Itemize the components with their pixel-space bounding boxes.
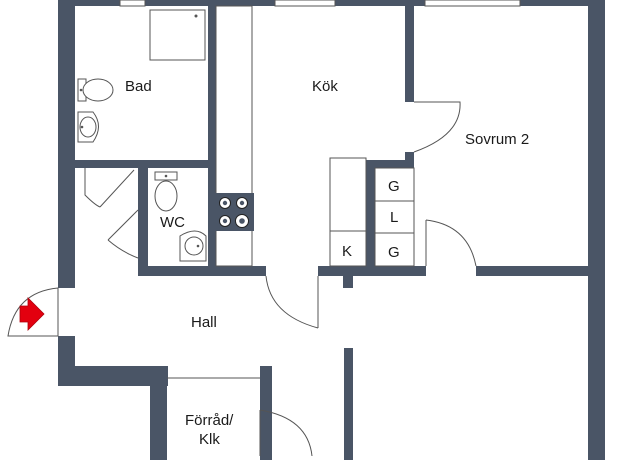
bedroom-door-upper (413, 101, 461, 153)
room-label-wc: WC (160, 214, 185, 231)
wardrobe-block (374, 167, 415, 267)
stove-icon (214, 193, 254, 231)
room-label-forrad-line1: Förråd/ (185, 412, 234, 429)
room-label-kok: Kök (312, 78, 338, 95)
bedroom-door-lower (425, 219, 477, 267)
cabinet-label-g-top: G (388, 178, 400, 195)
interior-walls (75, 0, 588, 460)
wc-sink-icon (179, 230, 207, 262)
cabinet-label-k: K (342, 243, 352, 260)
windows (119, 0, 521, 7)
wc-toilet-icon (154, 171, 178, 212)
kitchen-cabinet-column (329, 157, 367, 267)
kitchen-door (265, 275, 319, 329)
wc-door (107, 209, 139, 259)
room-label-forrad-line2: Klk (199, 431, 220, 448)
cabinet-label-l: L (390, 209, 398, 226)
room-label-bad: Bad (125, 78, 152, 95)
toilet-icon (77, 78, 114, 102)
entrance-arrow-icon (19, 297, 45, 331)
room-label-hall: Hall (191, 314, 217, 331)
bathtub-shower (149, 9, 206, 61)
room-label-sovrum2: Sovrum 2 (465, 131, 529, 148)
storage-door (259, 409, 313, 457)
sink-icon (77, 111, 99, 143)
cabinet-label-g-bottom: G (388, 244, 400, 261)
bathroom-door (84, 168, 135, 208)
